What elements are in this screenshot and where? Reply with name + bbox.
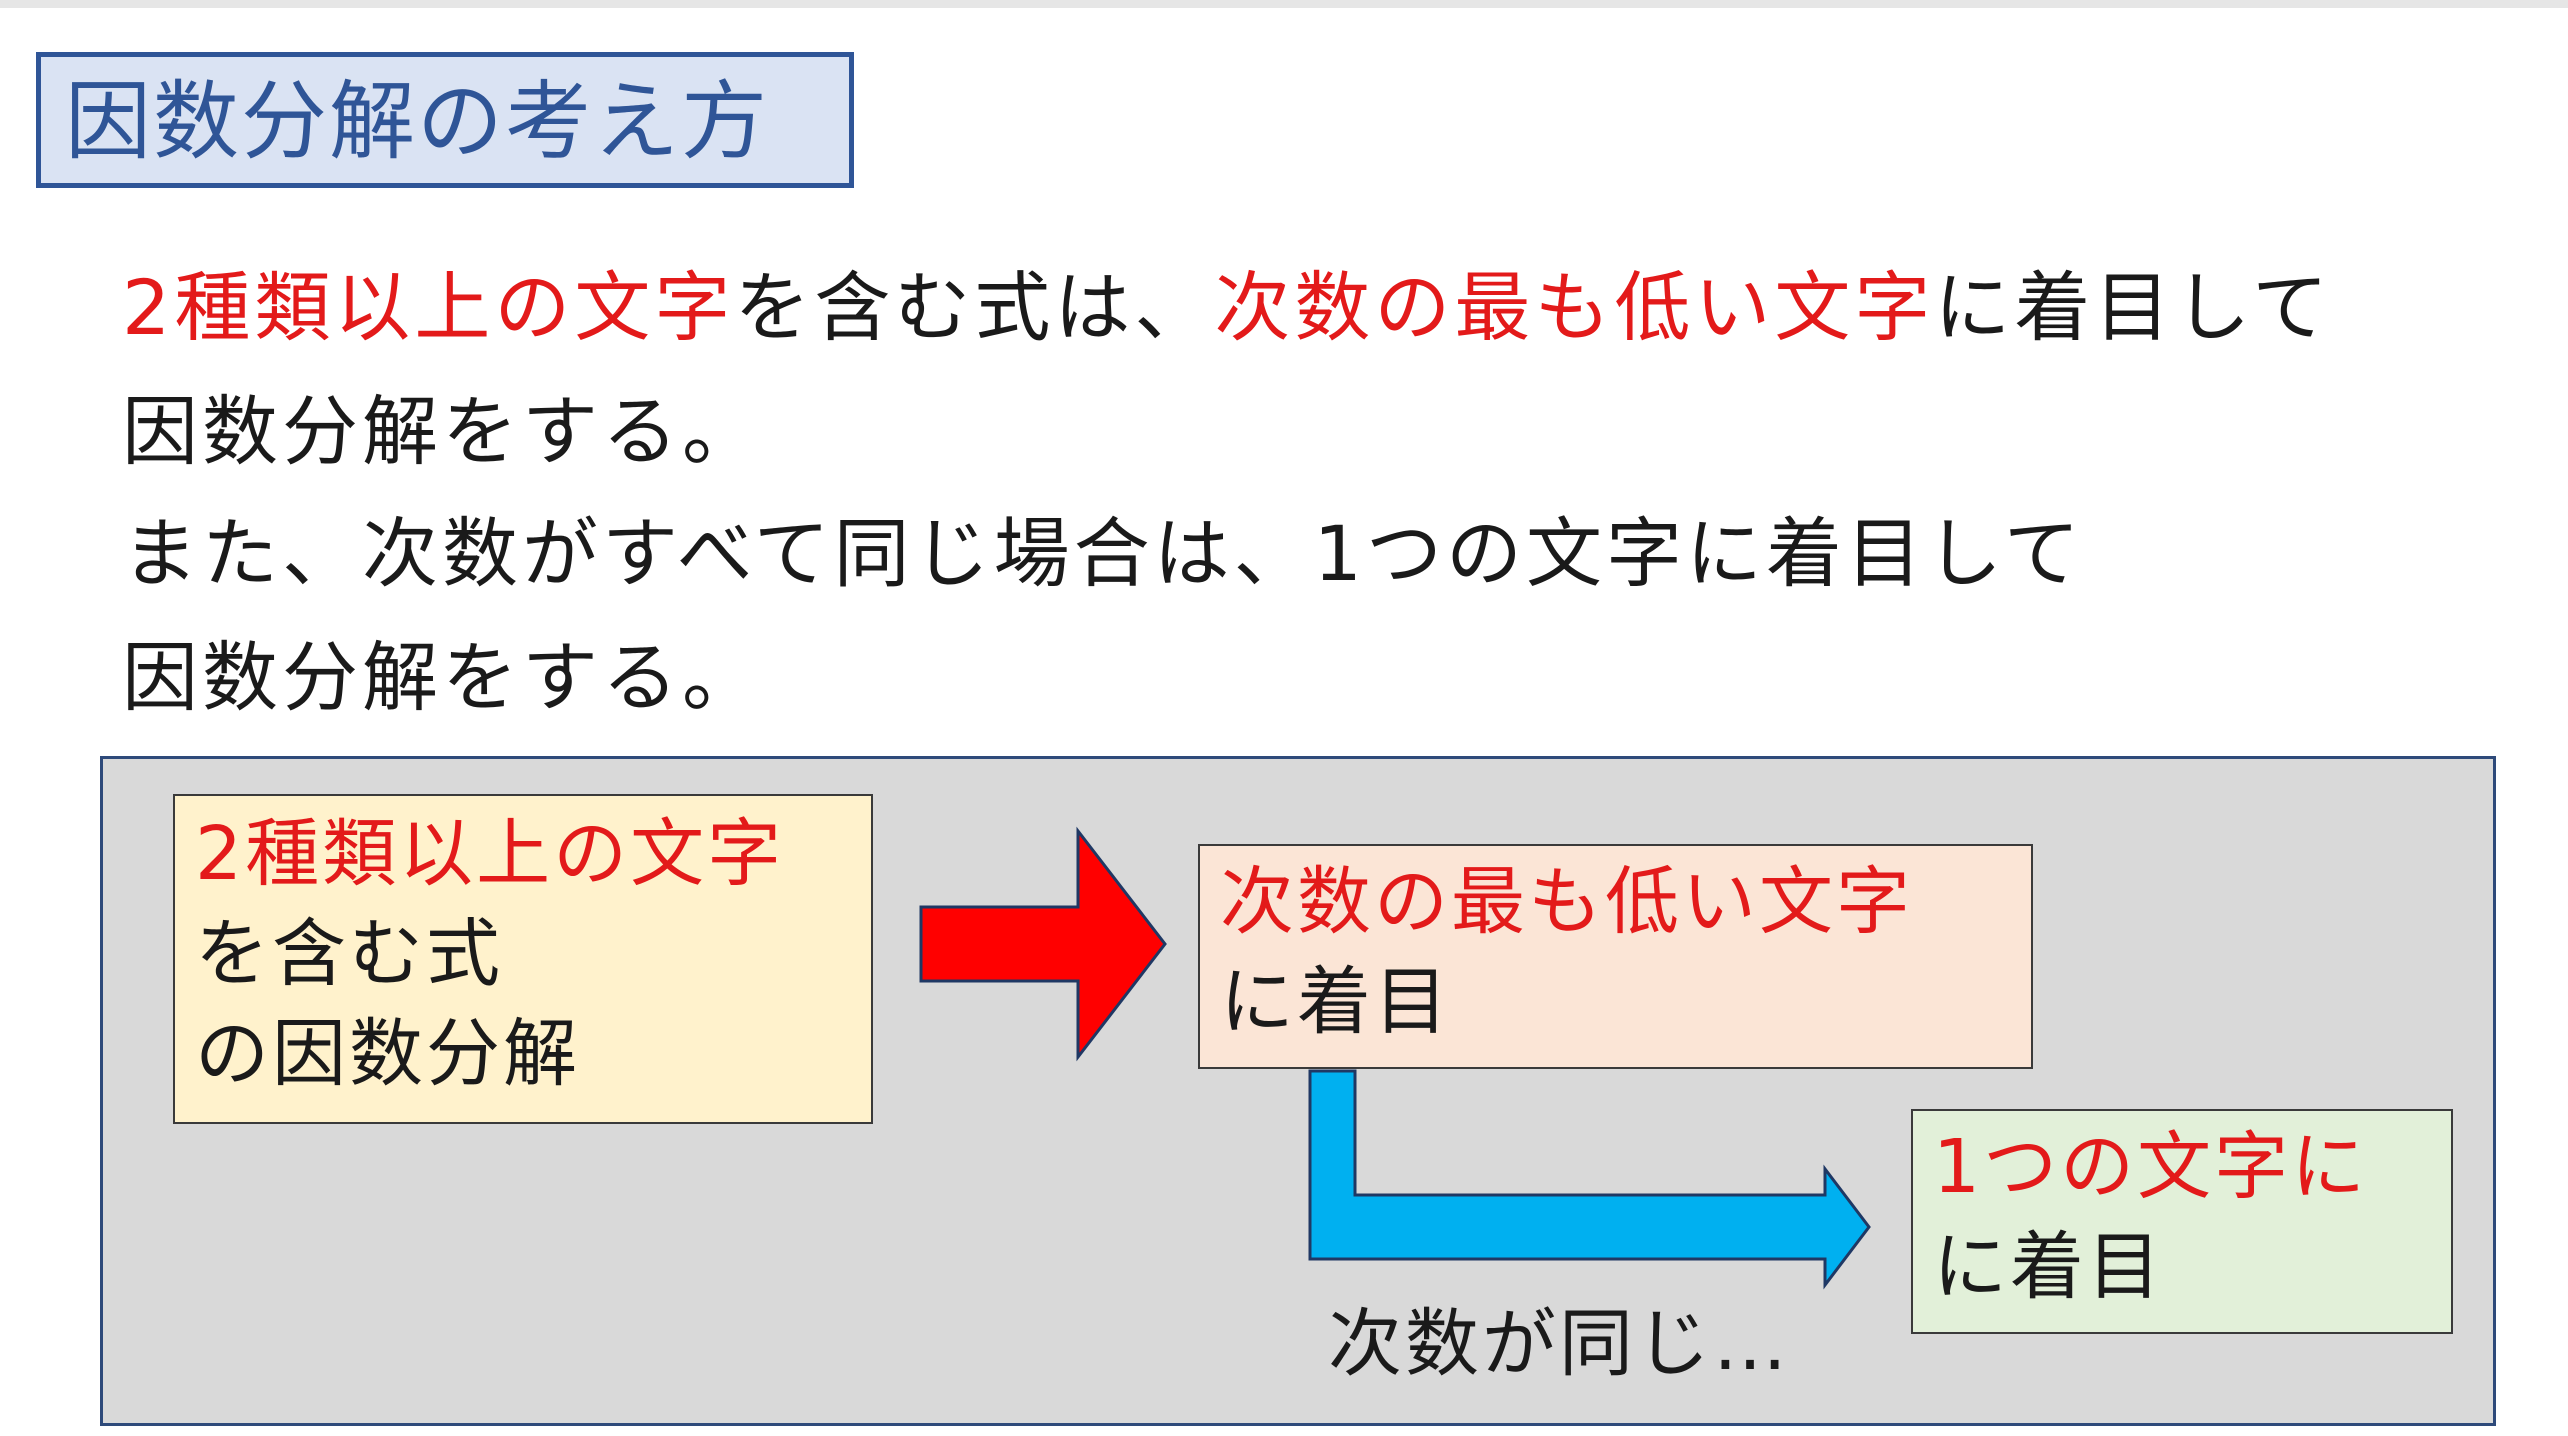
- flow-diagram: 2種類以上の文字 を含む式 の因数分解 次数の最も低い文字 に着目 1つの文字に…: [100, 756, 2496, 1426]
- box-a-line-2: を含む式: [195, 911, 503, 997]
- box-c-line-2: に着目: [1933, 1224, 2164, 1310]
- box-c-line-1: 1つの文字に: [1933, 1124, 2369, 1210]
- box-multi-letter-expression: 2種類以上の文字 を含む式 の因数分解: [173, 794, 873, 1124]
- highlight-multiple-letters: 2種類以上の文字: [122, 263, 735, 352]
- box-b-line-1: 次数の最も低い文字: [1220, 859, 1913, 945]
- body-line-4: 因数分解をする。: [122, 633, 762, 722]
- highlight-lowest-degree: 次数の最も低い文字: [1214, 263, 1935, 352]
- box-b-line-2: に着目: [1220, 959, 1451, 1045]
- body-line-3: また、次数がすべて同じ場合は、1つの文字に着目して: [122, 509, 2084, 598]
- box-a-line-1: 2種類以上の文字: [195, 811, 785, 897]
- slide-title: 因数分解の考え方: [65, 72, 769, 172]
- body-text: を含む式は、: [734, 263, 1215, 352]
- title-box: 因数分解の考え方: [36, 52, 854, 188]
- body-line-1: 2種類以上の文字を含む式は、次数の最も低い文字に着目して: [122, 260, 2332, 356]
- body-text: に着目して: [1934, 263, 2333, 352]
- box-single-letter: 1つの文字に に着目: [1911, 1109, 2453, 1334]
- diagram-arrows: [919, 826, 1871, 1290]
- body-line-2: 因数分解をする。: [122, 387, 762, 476]
- box-lowest-degree-letter: 次数の最も低い文字 に着目: [1198, 844, 2033, 1069]
- blue-elbow-arrow: [1308, 1069, 1871, 1290]
- box-a-line-3: の因数分解: [195, 1011, 580, 1097]
- same-degree-caption: 次数が同じ…: [1328, 1301, 1790, 1387]
- red-right-arrow: [919, 826, 1167, 1062]
